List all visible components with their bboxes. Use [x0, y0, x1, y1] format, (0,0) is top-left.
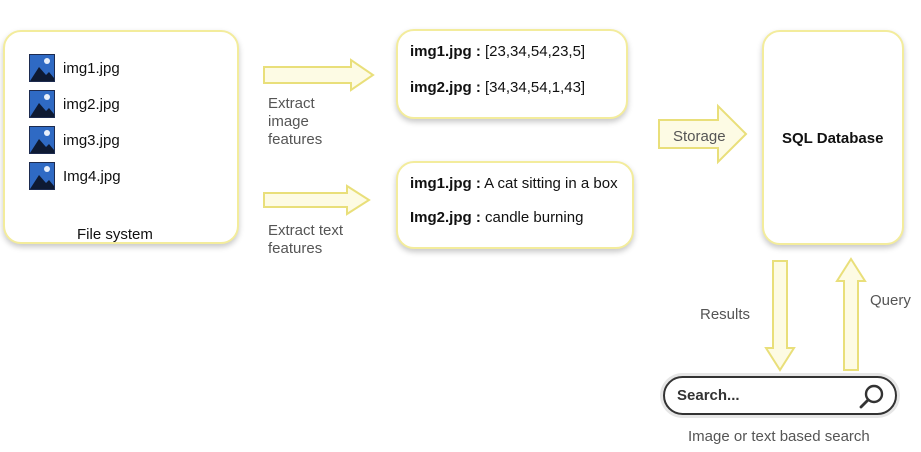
- file-name: img3.jpg: [63, 131, 120, 149]
- text-feature-row: img1.jpg : A cat sitting in a box: [410, 175, 618, 192]
- file-name: Img4.jpg: [63, 167, 121, 185]
- file-system-box: img1.jpg img2.jpg img3.jpg Img4.jpg File…: [3, 30, 239, 244]
- extract-image-label: Extract image features: [268, 95, 323, 148]
- search-icon[interactable]: [859, 383, 885, 409]
- search-placeholder: Search...: [677, 387, 740, 404]
- feature-file-name: img1.jpg :: [410, 43, 481, 60]
- feature-text: A cat sitting in a box: [480, 175, 618, 192]
- search-caption: Image or text based search: [688, 428, 870, 445]
- file-name: img1.jpg: [63, 59, 120, 77]
- image-file-icon: [29, 90, 55, 118]
- image-features-box: img1.jpg : [23,34,54,23,5] img2.jpg : [3…: [396, 29, 628, 119]
- database-label: SQL Database: [782, 130, 884, 147]
- file-item[interactable]: img2.jpg: [29, 90, 120, 118]
- text-feature-row: Img2.jpg : candle burning: [410, 209, 583, 226]
- feature-file-name: img1.jpg :: [410, 175, 481, 192]
- search-input[interactable]: Search...: [663, 376, 897, 415]
- results-arrow: [764, 260, 796, 372]
- extract-text-label: Extract text features: [268, 222, 344, 257]
- file-system-label: File system: [77, 226, 153, 243]
- file-name: img2.jpg: [63, 95, 120, 113]
- results-label: Results: [700, 306, 751, 323]
- sql-database-box: SQL Database: [762, 30, 904, 245]
- feature-text: candle burning: [480, 209, 584, 226]
- query-arrow: [835, 257, 867, 371]
- extract-text-arrow: [263, 184, 371, 216]
- image-feature-row: img2.jpg : [34,34,54,1,43]: [410, 79, 585, 96]
- storage-arrow: [658, 103, 748, 165]
- text-features-box: img1.jpg : A cat sitting in a box Img2.j…: [396, 161, 634, 249]
- image-file-icon: [29, 54, 55, 82]
- file-item[interactable]: img3.jpg: [29, 126, 120, 154]
- feature-vector: [34,34,54,1,43]: [480, 79, 586, 96]
- extract-image-arrow: [263, 58, 375, 92]
- image-file-icon: [29, 126, 55, 154]
- file-item[interactable]: img1.jpg: [29, 54, 120, 82]
- feature-file-name: Img2.jpg :: [410, 209, 481, 226]
- image-file-icon: [29, 162, 55, 190]
- query-label: Query: [870, 292, 911, 309]
- image-feature-row: img1.jpg : [23,34,54,23,5]: [410, 43, 585, 60]
- feature-file-name: img2.jpg :: [410, 79, 481, 96]
- storage-label: Storage: [673, 128, 726, 145]
- feature-vector: [23,34,54,23,5]: [480, 43, 586, 60]
- file-item[interactable]: Img4.jpg: [29, 162, 121, 190]
